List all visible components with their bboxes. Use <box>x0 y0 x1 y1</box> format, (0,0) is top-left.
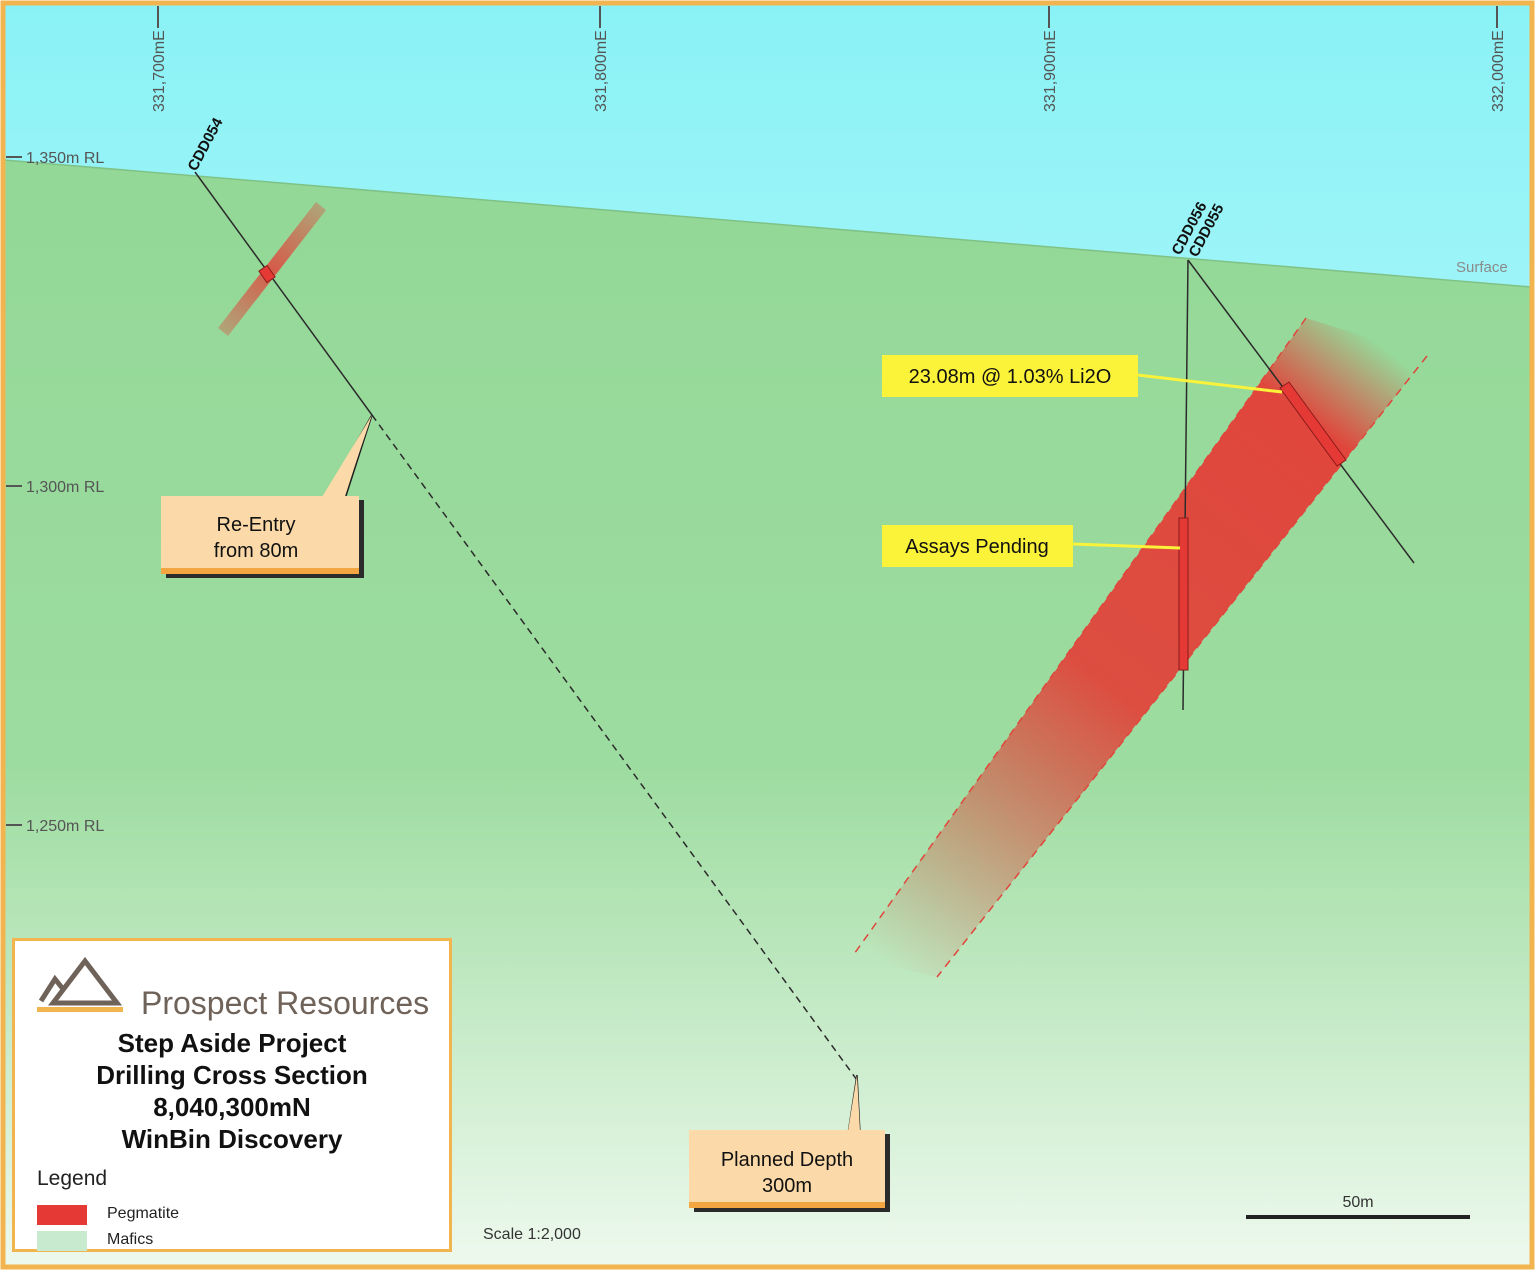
intercept-cdd056 <box>1178 517 1189 671</box>
easting-label-4: 332,000mE <box>1490 30 1507 112</box>
drill-trace-cdd054 <box>194 171 373 416</box>
drill-trace-cdd054-planned <box>371 414 858 1081</box>
surface-line <box>3 159 1532 288</box>
scale-bar-label: 50m <box>1342 1194 1373 1211</box>
legend-label-pegmatite: Pegmatite <box>107 1205 180 1222</box>
pegmatite-boundary-upper <box>851 317 1307 958</box>
planned-box-edge <box>689 1202 885 1208</box>
pegmatite-body-main <box>852 318 1427 977</box>
title-line-1: Step Aside Project <box>117 1028 347 1058</box>
title-line-2: Drilling Cross Section <box>96 1060 368 1090</box>
li2o-label-box <box>882 355 1138 397</box>
easting-ticks <box>157 6 1498 28</box>
legend-title: Legend <box>37 1167 108 1190</box>
intercept-cdd054 <box>258 264 276 284</box>
planned-box <box>689 1130 885 1208</box>
pending-leader <box>1072 542 1181 550</box>
company-name: Prospect Resources <box>141 985 430 1021</box>
rl-label-1350: 1,350m RL <box>26 150 104 167</box>
company-logo: Prospect Resources <box>37 955 447 1021</box>
title-line-3: 8,040,300mN <box>153 1092 311 1122</box>
easting-label-3: 331,900mE <box>1042 30 1059 112</box>
easting-label-2: 331,800mE <box>593 30 610 112</box>
pending-label-box <box>882 525 1073 567</box>
li2o-leader <box>1137 373 1283 394</box>
easting-label-1: 331,700mE <box>151 30 168 112</box>
surface-label: Surface <box>1456 259 1508 276</box>
legend-swatch-pegmatite <box>37 1205 87 1225</box>
planned-line-1: Planned Depth <box>721 1149 853 1171</box>
section-title: Step Aside Project Drilling Cross Sectio… <box>15 1027 449 1155</box>
rl-label-1250: 1,250m RL <box>26 818 104 835</box>
reentry-box-edge <box>161 568 359 574</box>
reentry-line-1: Re-Entry <box>217 514 296 536</box>
rl-label-1300: 1,300m RL <box>26 479 104 496</box>
scale-ratio: Scale 1:2,000 <box>483 1226 581 1243</box>
mountain-logo-icon <box>37 956 123 1012</box>
legend-item-mafics: Mafics <box>37 1229 337 1251</box>
legend-label-mafics: Mafics <box>107 1231 154 1248</box>
planned-line-2: 300m <box>762 1175 812 1197</box>
title-line-4: WinBin Discovery <box>121 1124 343 1154</box>
reentry-line-2: from 80m <box>214 540 298 562</box>
pending-label: Assays Pending <box>905 536 1048 558</box>
pegmatite-body-small <box>218 202 326 336</box>
legend-swatch-mafics <box>37 1231 87 1251</box>
intercept-cdd055 <box>1279 381 1347 467</box>
title-block: Prospect Resources Step Aside Project Dr… <box>12 938 452 1252</box>
planned-pointer-fill <box>848 1075 860 1131</box>
rl-ticks <box>6 156 22 826</box>
reentry-pointer-fill <box>322 415 372 497</box>
reentry-box <box>161 496 359 574</box>
li2o-label: 23.08m @ 1.03% Li2O <box>909 366 1112 388</box>
legend-item-pegmatite: Pegmatite <box>37 1203 337 1225</box>
